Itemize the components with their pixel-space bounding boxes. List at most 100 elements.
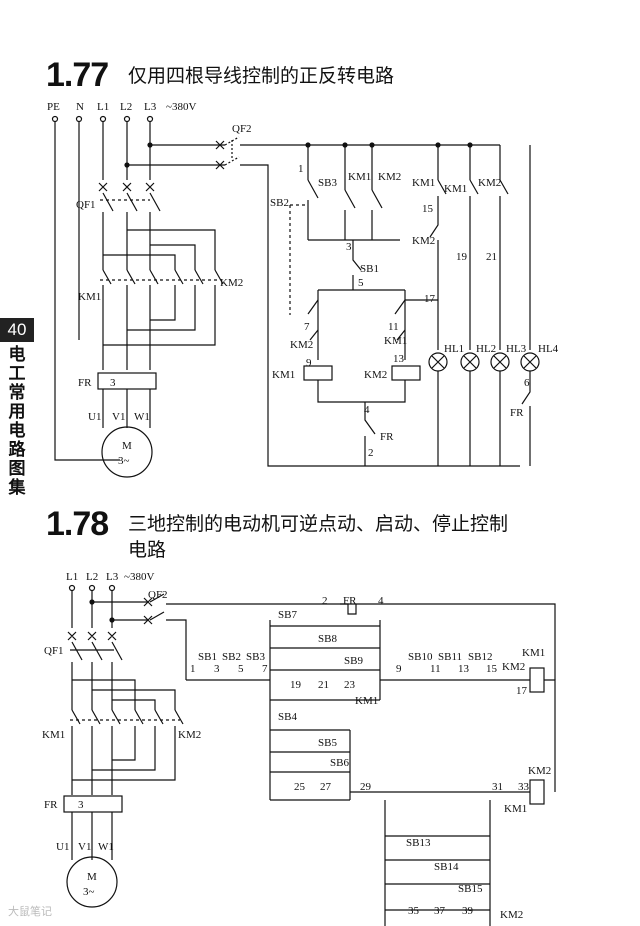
wire-7-d1: 7	[304, 321, 310, 333]
book-title-vertical: 电工常用电路图集	[8, 345, 26, 498]
label-qf2-1: QF2	[232, 123, 252, 135]
wire-2-d2: 2	[322, 595, 328, 607]
label-km2-c1: KM2	[378, 171, 401, 183]
wire-11-d2: 11	[430, 663, 441, 675]
label-fr-value-2: 3	[78, 799, 84, 811]
label-motor-2: M	[87, 871, 97, 883]
wire-4-d1: 4	[364, 404, 370, 416]
label-l1: L1	[97, 101, 109, 113]
section-title-1-78-line1: 三地控制的电动机可逆点动、启动、停止控制	[128, 513, 509, 535]
watermark: 大鼠笔记	[8, 905, 52, 918]
label-sb3-2: SB3	[246, 651, 265, 663]
label-v1-1: V1	[112, 411, 125, 423]
label-hl4: HL4	[538, 343, 559, 355]
wire-27-d2: 27	[320, 781, 332, 793]
wire-5-d2: 5	[238, 663, 244, 675]
label-n: N	[76, 101, 84, 113]
wire-1-d2: 1	[190, 663, 196, 675]
wire-37-d2: 37	[434, 905, 446, 917]
wire-31-d2: 31	[492, 781, 503, 793]
label-km1-interlock: KM1	[504, 803, 527, 815]
label-sb7: SB7	[278, 609, 297, 621]
wire-15-d2: 15	[486, 663, 498, 675]
label-km2-main-2: KM2	[178, 729, 201, 741]
label-fr-contact-d2: FR	[343, 595, 357, 607]
label-km1-main-2: KM1	[42, 729, 65, 741]
section-title-1-78-line2: 电路	[128, 539, 167, 561]
label-sb1-2: SB1	[198, 651, 217, 663]
wire-25-d2: 25	[294, 781, 306, 793]
wire-13-d1: 13	[393, 353, 405, 365]
label-sb9: SB9	[344, 655, 363, 667]
label-km1-coil: KM1	[272, 369, 295, 381]
section-number-1-77: 1.77	[46, 56, 109, 94]
label-km2-coil-2: KM2	[528, 765, 551, 777]
label-sb12: SB12	[468, 651, 492, 663]
label-sb10: SB10	[408, 651, 433, 663]
wire-9-d2: 9	[396, 663, 402, 675]
label-qf1-a: QF1	[76, 199, 96, 211]
label-hl3: HL3	[506, 343, 527, 355]
wire-39-d2: 39	[462, 905, 474, 917]
label-km2-interlock: KM2	[502, 661, 525, 673]
label-sb14: SB14	[434, 861, 459, 873]
label-v1-2: V1	[78, 841, 91, 853]
section-title-1-77: 仅用四根导线控制的正反转电路	[128, 65, 395, 87]
wire-17-d2: 17	[516, 685, 528, 697]
label-u1-1: U1	[88, 411, 101, 423]
label-km2-coil: KM2	[364, 369, 387, 381]
label-sb6: SB6	[330, 757, 349, 769]
wire-15-d1: 15	[422, 203, 434, 215]
label-qf1-2: QF1	[44, 645, 64, 657]
label-sb13: SB13	[406, 837, 431, 849]
wire-3-d1: 3	[346, 241, 352, 253]
label-fr-1: FR	[78, 377, 92, 389]
wire-17-d1: 17	[424, 293, 436, 305]
page-number-tab: 40	[0, 318, 34, 342]
label-voltage-1: ~380V	[166, 101, 196, 113]
label-km1-c4: KM1	[444, 183, 467, 195]
wire-35-d2: 35	[408, 905, 420, 917]
label-sb8: SB8	[318, 633, 337, 645]
wire-3-d2: 3	[214, 663, 220, 675]
label-motor-1: M	[122, 440, 132, 452]
label-motor-phase-2: 3~	[83, 886, 95, 898]
label-motor-phase-1: 3~	[118, 455, 130, 467]
label-sb11: SB11	[438, 651, 462, 663]
label-sb2-1: SB2	[270, 197, 289, 209]
label-sb15: SB15	[458, 883, 483, 895]
label-km1-coil-2: KM1	[522, 647, 545, 659]
label-km1-c2: KM1	[384, 335, 407, 347]
label-hl2: HL2	[476, 343, 496, 355]
label-u1-2: U1	[56, 841, 69, 853]
wire-33-d2: 33	[518, 781, 530, 793]
label-voltage-2: ~380V	[124, 571, 154, 583]
wire-19-d2: 19	[290, 679, 302, 691]
wire-29-d2: 29	[360, 781, 372, 793]
label-fr-contact-1: FR	[380, 431, 394, 443]
label-sb2-2: SB2	[222, 651, 241, 663]
label-sb3-1: SB3	[318, 177, 337, 189]
section-number-1-78: 1.78	[46, 505, 109, 543]
label-w1-2: W1	[98, 841, 114, 853]
label-w1-1: W1	[134, 411, 150, 423]
label-fr-contact-2: FR	[510, 407, 524, 419]
label-l3: L3	[144, 101, 157, 113]
wire-9-d1: 9	[306, 357, 312, 369]
label-km2-c3: KM2	[478, 177, 501, 189]
label-qf2-2: QF2	[148, 589, 168, 601]
label-km2-hold: KM2	[500, 909, 523, 921]
wire-5-d1: 5	[358, 277, 364, 289]
wire-2-d1: 2	[368, 447, 374, 459]
wire-4-d2: 4	[378, 595, 384, 607]
wire-7-d2: 7	[262, 663, 268, 675]
label-l3-2: L3	[106, 571, 119, 583]
wire-23-d2: 23	[344, 679, 356, 691]
wire-19-d1: 19	[456, 251, 468, 263]
label-sb4: SB4	[278, 711, 297, 723]
wire-13-d2: 13	[458, 663, 470, 675]
label-km1-hold: KM1	[355, 695, 378, 707]
label-l2: L2	[120, 101, 132, 113]
